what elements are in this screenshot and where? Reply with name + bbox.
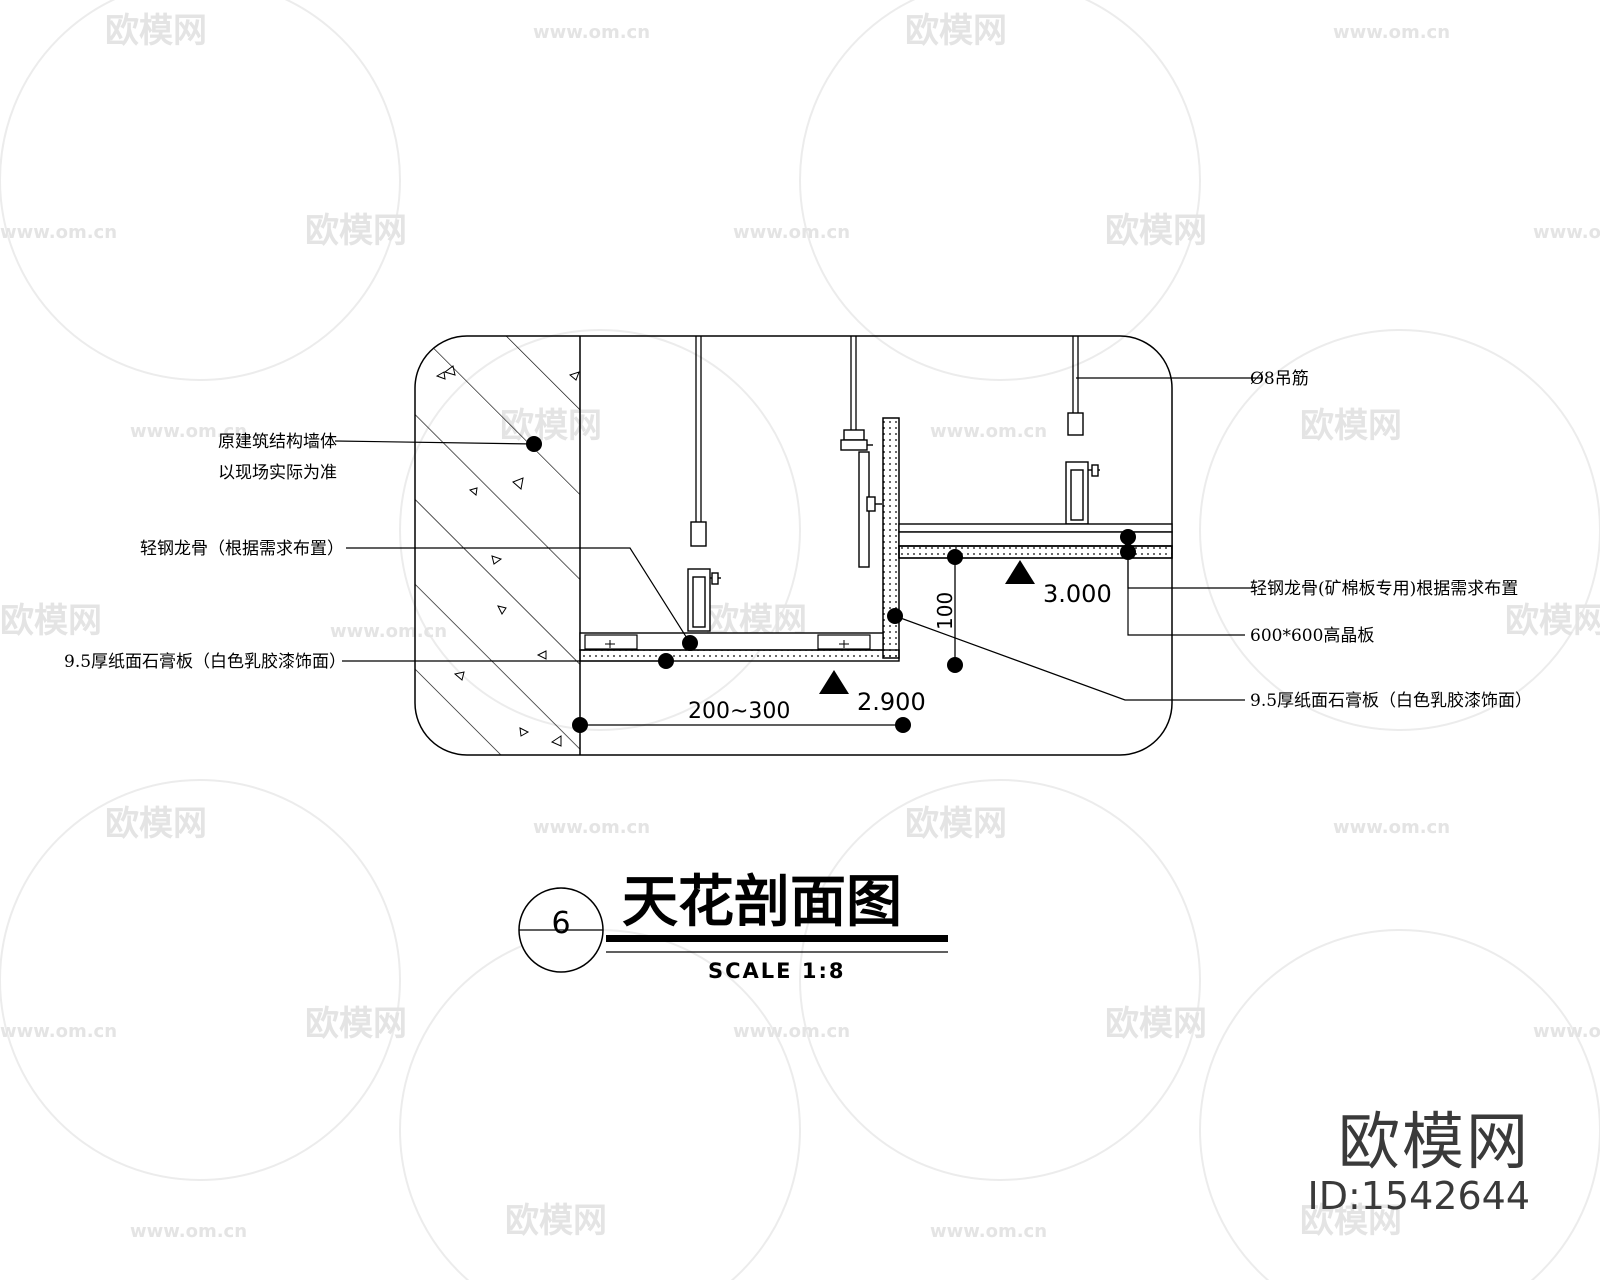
drop-dimension-value: 100 <box>933 592 957 630</box>
watermark-ring <box>799 779 1201 1181</box>
upper-ceiling <box>898 523 1173 559</box>
watermark-brand: 欧模网 <box>1105 211 1207 251</box>
hanger-rods <box>695 336 1079 522</box>
watermark-url: www.om.cn <box>533 22 650 43</box>
watermark-brand: 欧模网 <box>1300 1201 1402 1241</box>
watermark-ring <box>1199 329 1600 731</box>
title-block <box>518 887 948 973</box>
width-dimension <box>572 717 911 733</box>
board-600-label: 600*600高晶板 <box>1250 626 1374 646</box>
watermark-ring <box>799 0 1201 381</box>
wall-aggregate-marks <box>435 365 580 747</box>
watermark-url: www.om.cn <box>0 222 117 243</box>
watermark-brand: 欧模网 <box>0 601 102 641</box>
watermark-ring <box>399 329 801 731</box>
watermark-brand: 欧模网 <box>1300 406 1402 446</box>
detail-number: 6 <box>551 906 570 941</box>
watermark-url: www.om.cn <box>1533 1021 1600 1042</box>
watermark-url: www.om.cn <box>1533 222 1600 243</box>
watermark-ring <box>0 0 401 381</box>
watermark-url: www.om.cn <box>1333 22 1450 43</box>
brand-block: 欧模网 ID:1542644 <box>1307 1105 1530 1219</box>
watermark-url: www.om.cn <box>733 1021 850 1042</box>
drop-dimension <box>947 549 963 673</box>
elevation-markers <box>819 560 1035 694</box>
drawing-title: 天花剖面图 <box>622 870 902 935</box>
keel-left-label: 轻钢龙骨（根据需求布置） <box>140 539 344 559</box>
rod-label: Ø8吊筋 <box>1250 369 1309 389</box>
right-hanger-clip <box>1065 412 1100 525</box>
watermark-url: www.om.cn <box>930 421 1047 442</box>
elevation-high-value: 3.000 <box>1043 580 1112 608</box>
wall-label-line2: 以现场实际为准 <box>218 463 337 483</box>
watermark-url: www.om.cn <box>533 817 650 838</box>
watermark-brand: 欧模网 <box>905 11 1007 51</box>
elevation-low-value: 2.900 <box>857 688 926 716</box>
middle-hanger-clip <box>840 429 882 568</box>
gypsum-left-label: 9.5厚纸面石膏板（白色乳胶漆饰面） <box>64 651 346 672</box>
left-hanger-clip <box>687 521 721 632</box>
watermark-brand: 欧模网 <box>905 804 1007 844</box>
watermark-url: www.om.cn <box>130 421 247 442</box>
gypsum-right-label: 9.5厚纸面石膏板（白色乳胶漆饰面） <box>1250 690 1532 711</box>
watermark-ring <box>0 779 401 1181</box>
watermark-url: www.om.cn <box>0 1021 117 1042</box>
watermark-url: www.om.cn <box>1333 817 1450 838</box>
structural-wall-hatch <box>415 336 580 755</box>
watermark-brand: 欧模网 <box>105 804 207 844</box>
wall-label-line1: 原建筑结构墙体 <box>218 432 337 452</box>
watermark-brand: 欧模网 <box>1105 1004 1207 1044</box>
drawing-scale: SCALE 1:8 <box>708 959 845 983</box>
watermark-brand: 欧模网 <box>105 11 207 51</box>
watermark-url: www.om.cn <box>930 1221 1047 1242</box>
width-dimension-value: 200~300 <box>688 699 790 724</box>
watermark-brand: 欧模网 <box>505 1201 607 1241</box>
watermark-brand: 欧模网 <box>305 1004 407 1044</box>
watermark-brand: 欧模网 <box>305 211 407 251</box>
brand-name: 欧模网 <box>1337 1105 1530 1178</box>
watermark-brand: 欧模网 <box>1505 601 1600 641</box>
model-id: ID:1542644 <box>1307 1174 1530 1218</box>
watermark-url: www.om.cn <box>130 1221 247 1242</box>
lower-ceiling <box>579 632 900 662</box>
leader-dots <box>526 436 1136 669</box>
keel-right-label: 轻钢龙骨(矿棉板专用)根据需求布置 <box>1250 579 1518 599</box>
watermark-ring <box>1199 929 1600 1280</box>
watermark-url: www.om.cn <box>733 222 850 243</box>
